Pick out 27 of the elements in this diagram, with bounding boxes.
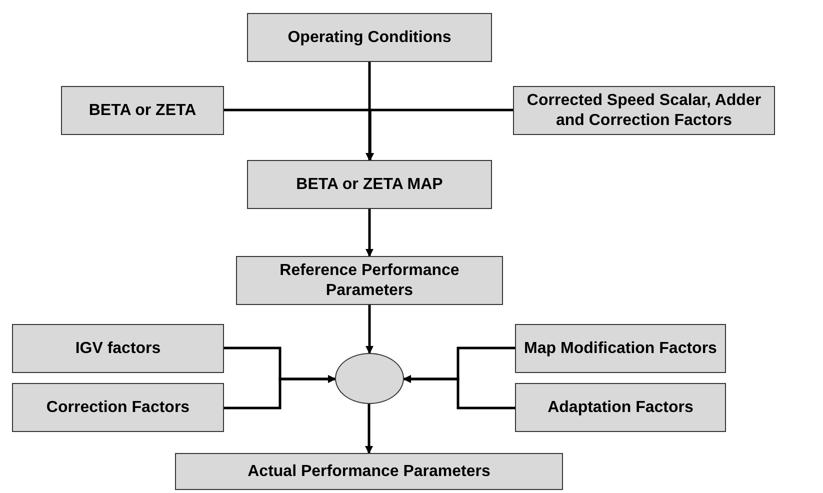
arrow [403, 375, 515, 410]
process-box [513, 86, 775, 135]
arrow [366, 62, 374, 161]
box-label: BETA or ZETA [88, 100, 196, 120]
box-label: Actual Performance Parameters [248, 462, 490, 482]
box-label: IGV factors [75, 338, 161, 358]
process-box [12, 324, 224, 373]
box-label: Map Modification Factors [524, 338, 717, 358]
arrow [366, 305, 374, 354]
process-box [247, 13, 492, 62]
box-label: Correction Factors [46, 398, 190, 418]
process-box [515, 324, 726, 373]
process-box [12, 383, 224, 432]
box-label: BETA or ZETA MAP [296, 174, 443, 194]
box-label: Operating Conditions [288, 28, 452, 48]
process-box [175, 453, 563, 490]
arrow [365, 404, 373, 454]
process-box [515, 383, 726, 432]
arrow [366, 108, 513, 161]
process-box [247, 160, 492, 209]
box-label: Corrected Speed Scalar, Adder and Correction Factors [526, 90, 762, 130]
box-label: Adaptation Factors [548, 398, 694, 418]
arrow [224, 375, 336, 410]
process-box [236, 256, 503, 305]
arrow [366, 209, 374, 257]
box-label: Reference Performance Parameters [278, 260, 460, 300]
process-box [61, 86, 224, 135]
